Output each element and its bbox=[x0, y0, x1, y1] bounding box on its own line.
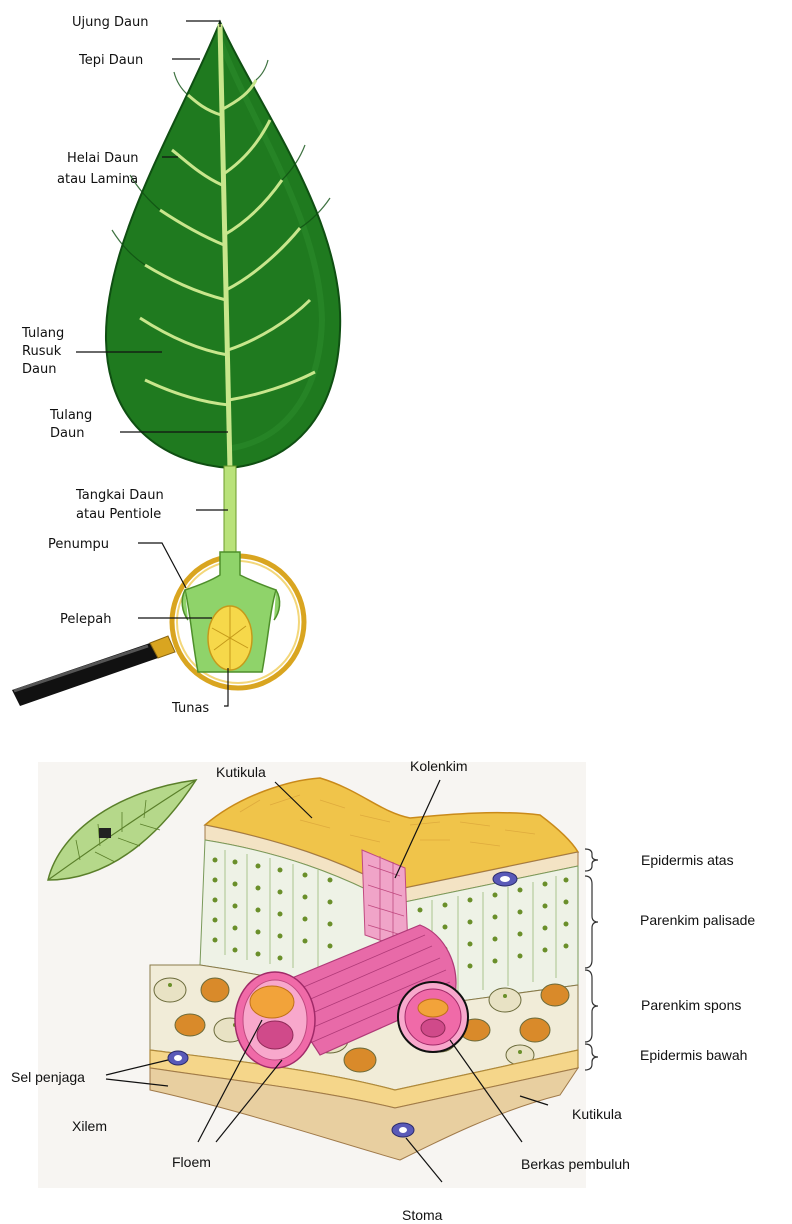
label-tulang-rusuk-line3: Daun bbox=[22, 362, 56, 377]
xylem bbox=[257, 1021, 293, 1049]
label-sel-penjaga: Sel penjaga bbox=[11, 1069, 85, 1085]
label-kolenkim: Kolenkim bbox=[410, 758, 468, 774]
label-helai-daun-line2: atau Lamina bbox=[57, 172, 138, 187]
guard-cells-left bbox=[168, 1051, 188, 1065]
label-epidermis-bawah: Epidermis bawah bbox=[640, 1047, 747, 1063]
label-tangkai-line1: Tangkai Daun bbox=[75, 488, 164, 503]
label-tepi-daun: Tepi Daun bbox=[78, 53, 143, 68]
label-parenkim-spons: Parenkim spons bbox=[641, 997, 741, 1013]
stoma-top bbox=[493, 872, 517, 886]
leaf-morphology-diagram: Ujung Daun Tepi Daun Helai Daun atau Lam… bbox=[12, 15, 340, 716]
label-floem: Floem bbox=[172, 1154, 211, 1170]
label-tangkai-line2: atau Pentiole bbox=[76, 507, 161, 522]
label-xilem: Xilem bbox=[72, 1118, 107, 1134]
label-tulang-daun-line2: Daun bbox=[50, 426, 84, 441]
label-pelepah: Pelepah bbox=[60, 612, 111, 627]
label-kutikula-top: Kutikula bbox=[216, 764, 266, 780]
label-kutikula-bottom: Kutikula bbox=[572, 1106, 622, 1122]
phloem bbox=[250, 986, 294, 1018]
label-penumpu: Penumpu bbox=[48, 537, 109, 552]
label-tulang-daun-line1: Tulang bbox=[49, 408, 92, 423]
label-parenkim-palisade: Parenkim palisade bbox=[640, 912, 755, 928]
label-ujung-daun: Ujung Daun bbox=[72, 15, 148, 30]
label-epidermis-atas: Epidermis atas bbox=[641, 852, 734, 868]
label-berkas-pembuluh: Berkas pembuluh bbox=[521, 1156, 630, 1172]
vascular-bundle-small bbox=[398, 982, 468, 1052]
label-stoma: Stoma bbox=[402, 1207, 443, 1223]
petiole bbox=[224, 466, 236, 556]
magnifier-handle bbox=[12, 636, 175, 706]
label-tulang-rusuk-line2: Rusuk bbox=[22, 344, 62, 359]
label-tulang-rusuk-line1: Tulang bbox=[21, 326, 64, 341]
leaf-cross-section-diagram: Kutikula Kolenkim Epidermis atas Parenki… bbox=[11, 758, 755, 1223]
layer-brackets bbox=[585, 849, 598, 1070]
label-helai-daun-line1: Helai Daun bbox=[67, 151, 139, 166]
label-tunas: Tunas bbox=[171, 701, 209, 716]
magnifier-lens bbox=[172, 552, 304, 688]
stoma-bottom bbox=[392, 1123, 414, 1137]
